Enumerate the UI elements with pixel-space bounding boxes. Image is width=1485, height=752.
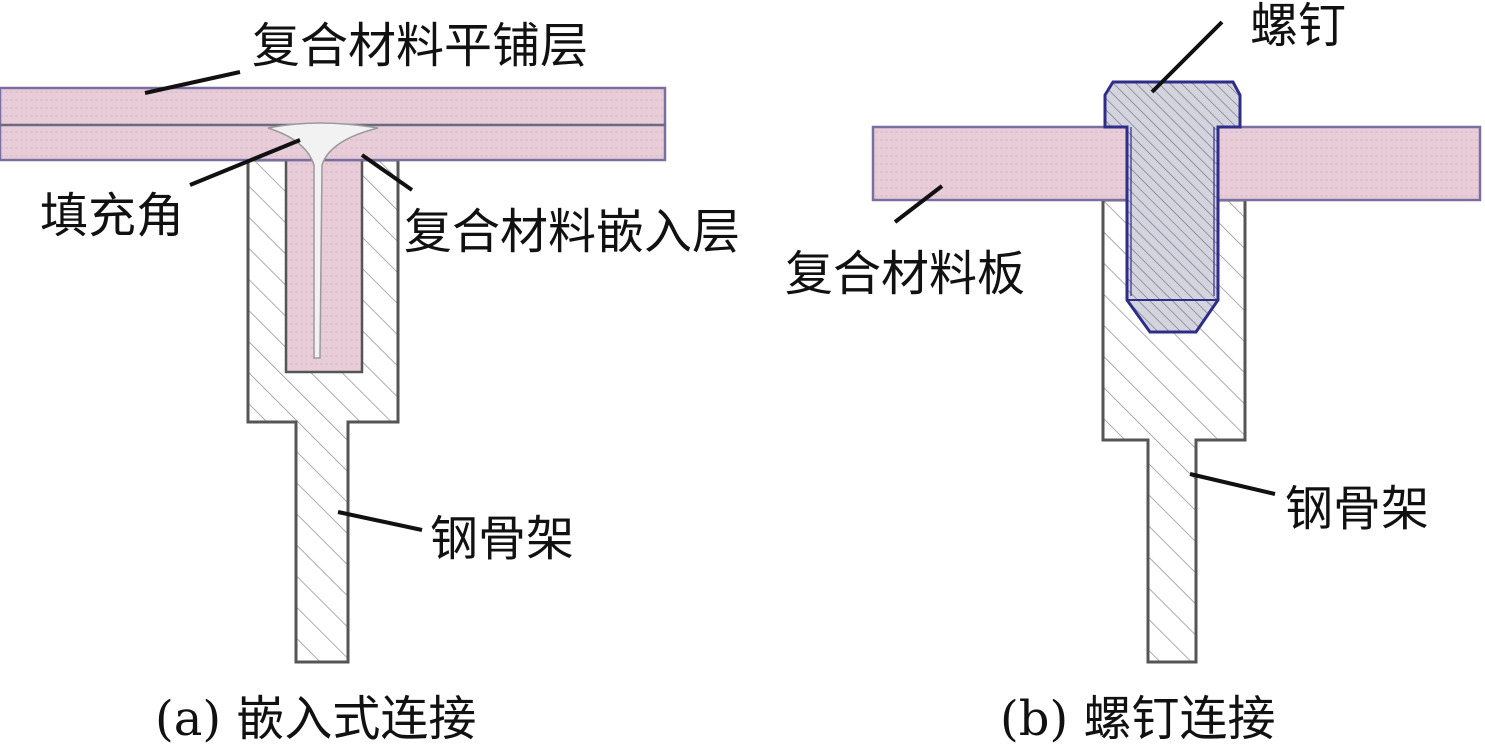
label-fillet: 填充角 bbox=[40, 188, 184, 244]
leader-steel-frame-b bbox=[1189, 472, 1276, 496]
label-bolt: 螺钉 bbox=[1250, 0, 1346, 54]
label-steel-frame-a: 钢骨架 bbox=[430, 511, 574, 567]
label-steel-frame-b: 钢骨架 bbox=[1285, 481, 1429, 537]
leader-embedded-layer bbox=[360, 153, 414, 192]
label-layup-layer: 复合材料平铺层 bbox=[252, 18, 588, 74]
label-embedded-layer: 复合材料嵌入层 bbox=[404, 204, 740, 260]
leader-steel-frame-a bbox=[337, 510, 423, 532]
diagram-b: 螺钉 复合材料板 钢骨架 (b) 螺钉连接 bbox=[785, 0, 1482, 747]
leader-bolt bbox=[1150, 20, 1224, 94]
leader-fillet bbox=[189, 138, 301, 187]
caption-a: (a) 嵌入式连接 bbox=[155, 691, 476, 747]
caption-b: (b) 螺钉连接 bbox=[1000, 691, 1275, 747]
leader-layup-layer bbox=[144, 70, 241, 95]
diagram-a: 复合材料平铺层 填充角 复合材料嵌入层 钢骨架 (a) 嵌入式连接 bbox=[0, 18, 740, 747]
embedded-composite-layer bbox=[284, 158, 364, 374]
leader-composite-plate bbox=[893, 184, 944, 224]
label-composite-plate: 复合材料板 bbox=[785, 246, 1025, 302]
bolt bbox=[1103, 80, 1242, 334]
fillet-region bbox=[267, 122, 379, 359]
